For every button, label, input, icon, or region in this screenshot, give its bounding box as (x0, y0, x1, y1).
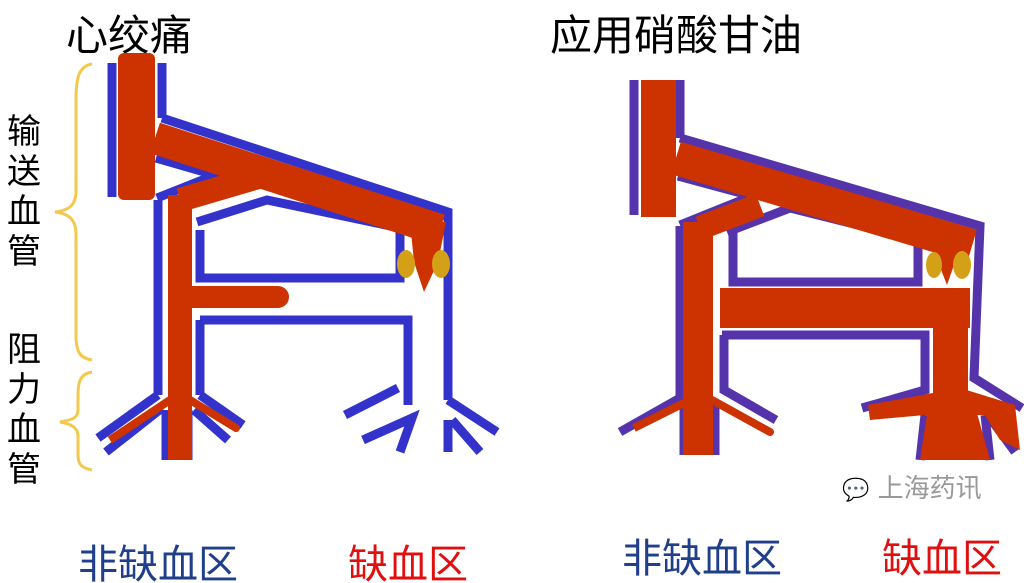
right-ischemic-label: 缺血区 (882, 536, 1002, 582)
sphincter (397, 250, 415, 278)
brace-conducting (54, 62, 93, 362)
left-non-ischemic-label: 非缺血区 (78, 542, 238, 583)
watermark: 💬 上海药讯 (842, 474, 982, 506)
left-vessel-tree (95, 53, 500, 460)
sphincter (432, 250, 450, 278)
watermark-text: 上海药讯 (877, 474, 982, 504)
wechat-icon: 💬 (842, 478, 870, 503)
label-conducting-vessels: 输送血管 (7, 112, 41, 272)
label-resistance-vessels: 阻力血管 (7, 330, 41, 490)
sphincter (953, 251, 971, 279)
left-ischemic-label: 缺血区 (348, 542, 468, 583)
left-title: 心绞痛 (66, 11, 193, 60)
sphincter (926, 252, 942, 278)
right-title: 应用硝酸甘油 (550, 11, 803, 60)
right-non-ischemic-label: 非缺血区 (622, 536, 782, 582)
brace-resistance (59, 370, 93, 472)
right-vessel-tree (617, 80, 1024, 461)
